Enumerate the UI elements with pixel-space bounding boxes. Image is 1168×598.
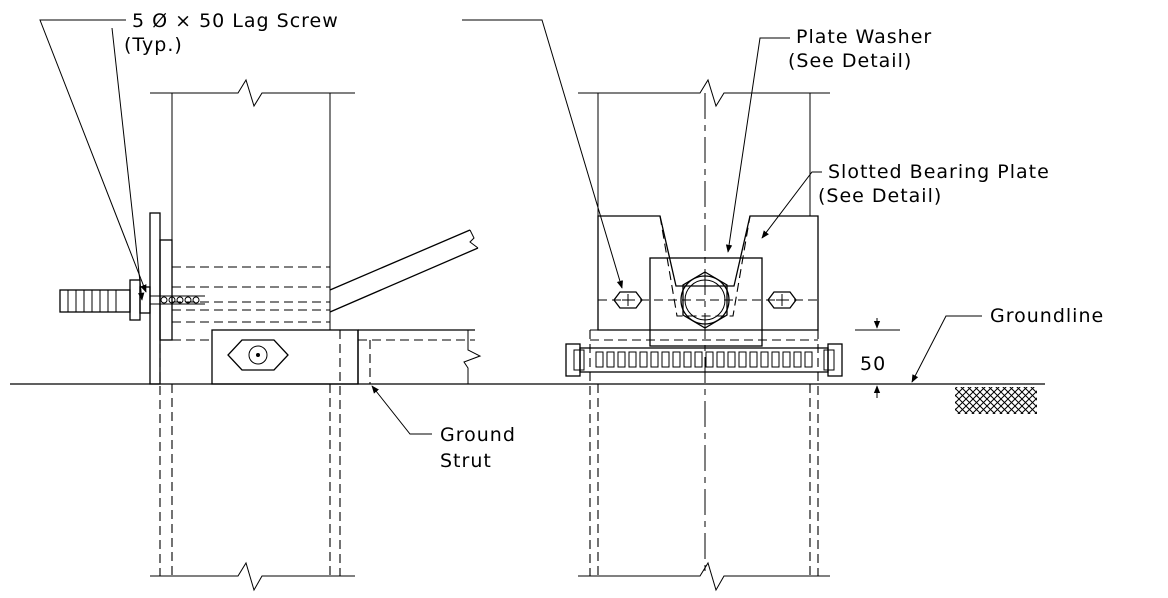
- groundline-label: Groundline: [990, 305, 1104, 327]
- right-post: [578, 78, 830, 592]
- lag-screw-heads: [598, 291, 818, 309]
- ground-strut-label-line2: Strut: [440, 450, 492, 472]
- ground-hatch: [955, 387, 1037, 414]
- diagonal-brace: [329, 229, 479, 313]
- slotted-plate-ref-label: (See Detail): [818, 185, 942, 207]
- dimension-50: [855, 318, 900, 398]
- ground-strut-label-line1: Ground: [440, 424, 516, 446]
- plate-washer-ref-label: (See Detail): [788, 50, 912, 72]
- ground-strut-bracket: [172, 329, 359, 385]
- right-threaded-rod: [565, 343, 843, 377]
- right-hidden-strut: [590, 329, 818, 341]
- left-post: [150, 78, 355, 592]
- lag-screw-label: 5 Ø × 50 Lag Screw: [132, 10, 339, 32]
- plate-washer: [649, 215, 763, 347]
- left-lag-screw: [150, 295, 205, 305]
- slotted-bearing-plate: [597, 215, 819, 331]
- dimension-value: 50: [860, 353, 886, 375]
- ground-strut: [357, 329, 482, 384]
- leader-lines: [39, 19, 982, 435]
- plate-washer-label: Plate Washer: [796, 26, 932, 48]
- lag-screw-typ-label: (Typ.): [124, 34, 183, 56]
- left-hidden-plate: [172, 266, 330, 323]
- left-threaded-rod: [59, 279, 151, 321]
- slotted-plate-label: Slotted Bearing Plate: [828, 161, 1050, 183]
